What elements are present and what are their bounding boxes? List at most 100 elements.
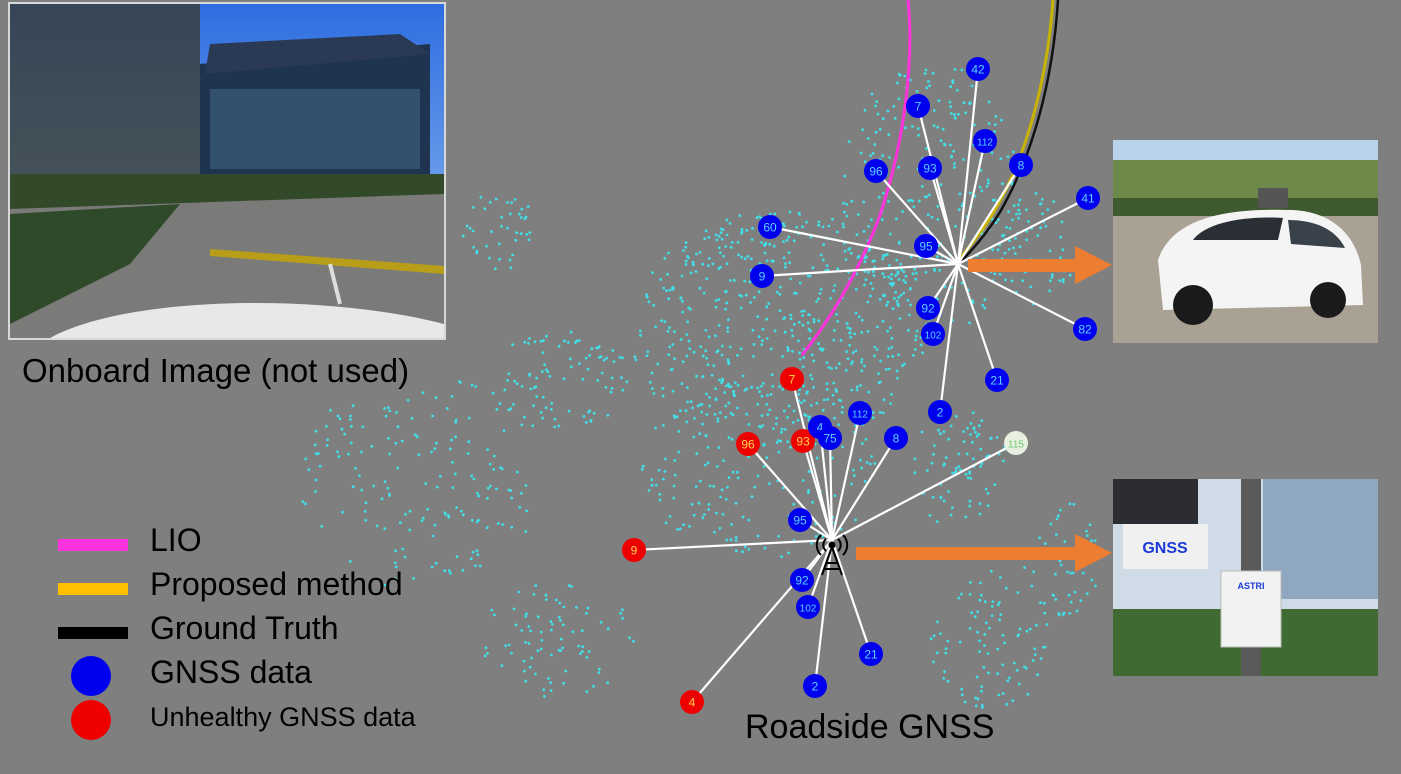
point-cloud-dot — [731, 470, 735, 474]
point-cloud-dot — [890, 345, 894, 349]
point-cloud-dot — [825, 387, 829, 391]
point-cloud-dot — [528, 337, 531, 340]
point-cloud-dot — [734, 501, 738, 505]
point-cloud-dot — [597, 345, 601, 349]
point-cloud-dot — [888, 264, 891, 267]
point-cloud-dot — [662, 286, 666, 290]
point-cloud-dot — [835, 390, 839, 393]
point-cloud-dot — [925, 86, 929, 90]
point-cloud-dot — [937, 244, 941, 247]
point-cloud-dot — [717, 446, 721, 449]
point-cloud-dot — [760, 414, 764, 417]
point-cloud-dot — [807, 313, 810, 316]
point-cloud-dot — [431, 534, 435, 538]
point-cloud-dot — [990, 605, 994, 608]
point-cloud-dot — [887, 275, 890, 279]
point-cloud-dot — [1043, 611, 1047, 615]
point-cloud-dot — [893, 116, 897, 120]
point-cloud-dot — [781, 222, 785, 226]
point-cloud-dot — [634, 358, 638, 362]
point-cloud-dot — [500, 664, 504, 668]
point-cloud-dot — [1062, 611, 1066, 615]
point-cloud-dot — [944, 651, 948, 655]
point-cloud-dot — [563, 339, 566, 343]
point-cloud-dot — [304, 457, 308, 461]
point-cloud-dot — [819, 287, 823, 291]
point-cloud-dot — [897, 353, 900, 357]
point-cloud-dot — [508, 258, 512, 262]
point-cloud-dot — [775, 441, 779, 444]
point-cloud-dot — [685, 354, 689, 358]
point-cloud-dot — [408, 509, 412, 513]
point-cloud-dot — [400, 439, 404, 443]
point-cloud-dot — [314, 429, 318, 433]
satellite-id-label: 4 — [689, 696, 696, 710]
point-cloud-dot — [786, 349, 790, 352]
point-cloud-dot — [946, 639, 950, 643]
point-cloud-dot — [809, 404, 813, 407]
point-cloud-dot — [902, 291, 906, 295]
point-cloud-dot — [800, 310, 803, 313]
point-cloud-dot — [963, 700, 967, 704]
point-cloud-dot — [421, 516, 425, 520]
point-cloud-dot — [713, 413, 717, 416]
point-cloud-dot — [730, 523, 733, 526]
point-cloud-dot — [364, 518, 368, 522]
point-cloud-dot — [580, 629, 584, 632]
point-cloud-dot — [980, 689, 983, 693]
point-cloud-dot — [953, 166, 956, 169]
point-cloud-dot — [519, 232, 523, 236]
satellite-id-label: 9 — [631, 544, 638, 558]
point-cloud-dot — [343, 432, 346, 436]
point-cloud-dot — [829, 297, 832, 300]
point-cloud-dot — [971, 440, 974, 444]
point-cloud-dot — [852, 474, 856, 477]
point-cloud-dot — [720, 237, 724, 241]
point-cloud-dot — [954, 469, 958, 473]
point-cloud-dot — [455, 506, 458, 509]
point-cloud-dot — [660, 319, 663, 323]
point-cloud-dot — [338, 417, 342, 420]
point-cloud-dot — [769, 347, 773, 351]
point-cloud-dot — [314, 452, 318, 456]
point-cloud-dot — [695, 374, 698, 378]
point-cloud-dot — [757, 290, 761, 294]
point-cloud-dot — [761, 327, 765, 331]
roadside-satellite: 93 — [791, 429, 815, 453]
point-cloud-dot — [986, 504, 990, 508]
point-cloud-dot — [639, 329, 642, 333]
point-cloud-dot — [1025, 629, 1029, 633]
point-cloud-dot — [949, 143, 952, 147]
point-cloud-dot — [705, 413, 709, 416]
satellite-id-label: 96 — [741, 438, 755, 452]
point-cloud-dot — [561, 623, 565, 627]
point-cloud-dot — [562, 377, 566, 381]
point-cloud-dot — [467, 416, 471, 420]
point-cloud-dot — [726, 358, 730, 362]
point-cloud-dot — [559, 649, 562, 652]
point-cloud-dot — [953, 68, 957, 71]
roadside-station-photo: GNSS ASTRI — [1113, 479, 1378, 676]
point-cloud-dot — [1015, 668, 1019, 672]
point-cloud-dot — [679, 409, 682, 413]
point-cloud-dot — [763, 251, 767, 255]
point-cloud-dot — [527, 625, 531, 628]
point-cloud-dot — [886, 355, 890, 358]
point-cloud-dot — [917, 133, 920, 137]
point-cloud-dot — [1061, 280, 1065, 284]
point-cloud-dot — [671, 343, 675, 346]
point-cloud-dot — [534, 385, 538, 389]
point-cloud-dot — [533, 340, 537, 344]
point-cloud-dot — [475, 549, 479, 553]
point-cloud-dot — [962, 430, 965, 433]
point-cloud-dot — [803, 413, 807, 417]
point-cloud-dot — [1008, 239, 1011, 243]
point-cloud-dot — [850, 362, 853, 366]
point-cloud-dot — [1017, 216, 1020, 220]
point-cloud-dot — [843, 249, 847, 253]
point-cloud-dot — [972, 426, 976, 430]
point-cloud-dot — [721, 379, 724, 383]
point-cloud-dot — [1044, 224, 1048, 228]
point-cloud-dot — [788, 261, 791, 265]
